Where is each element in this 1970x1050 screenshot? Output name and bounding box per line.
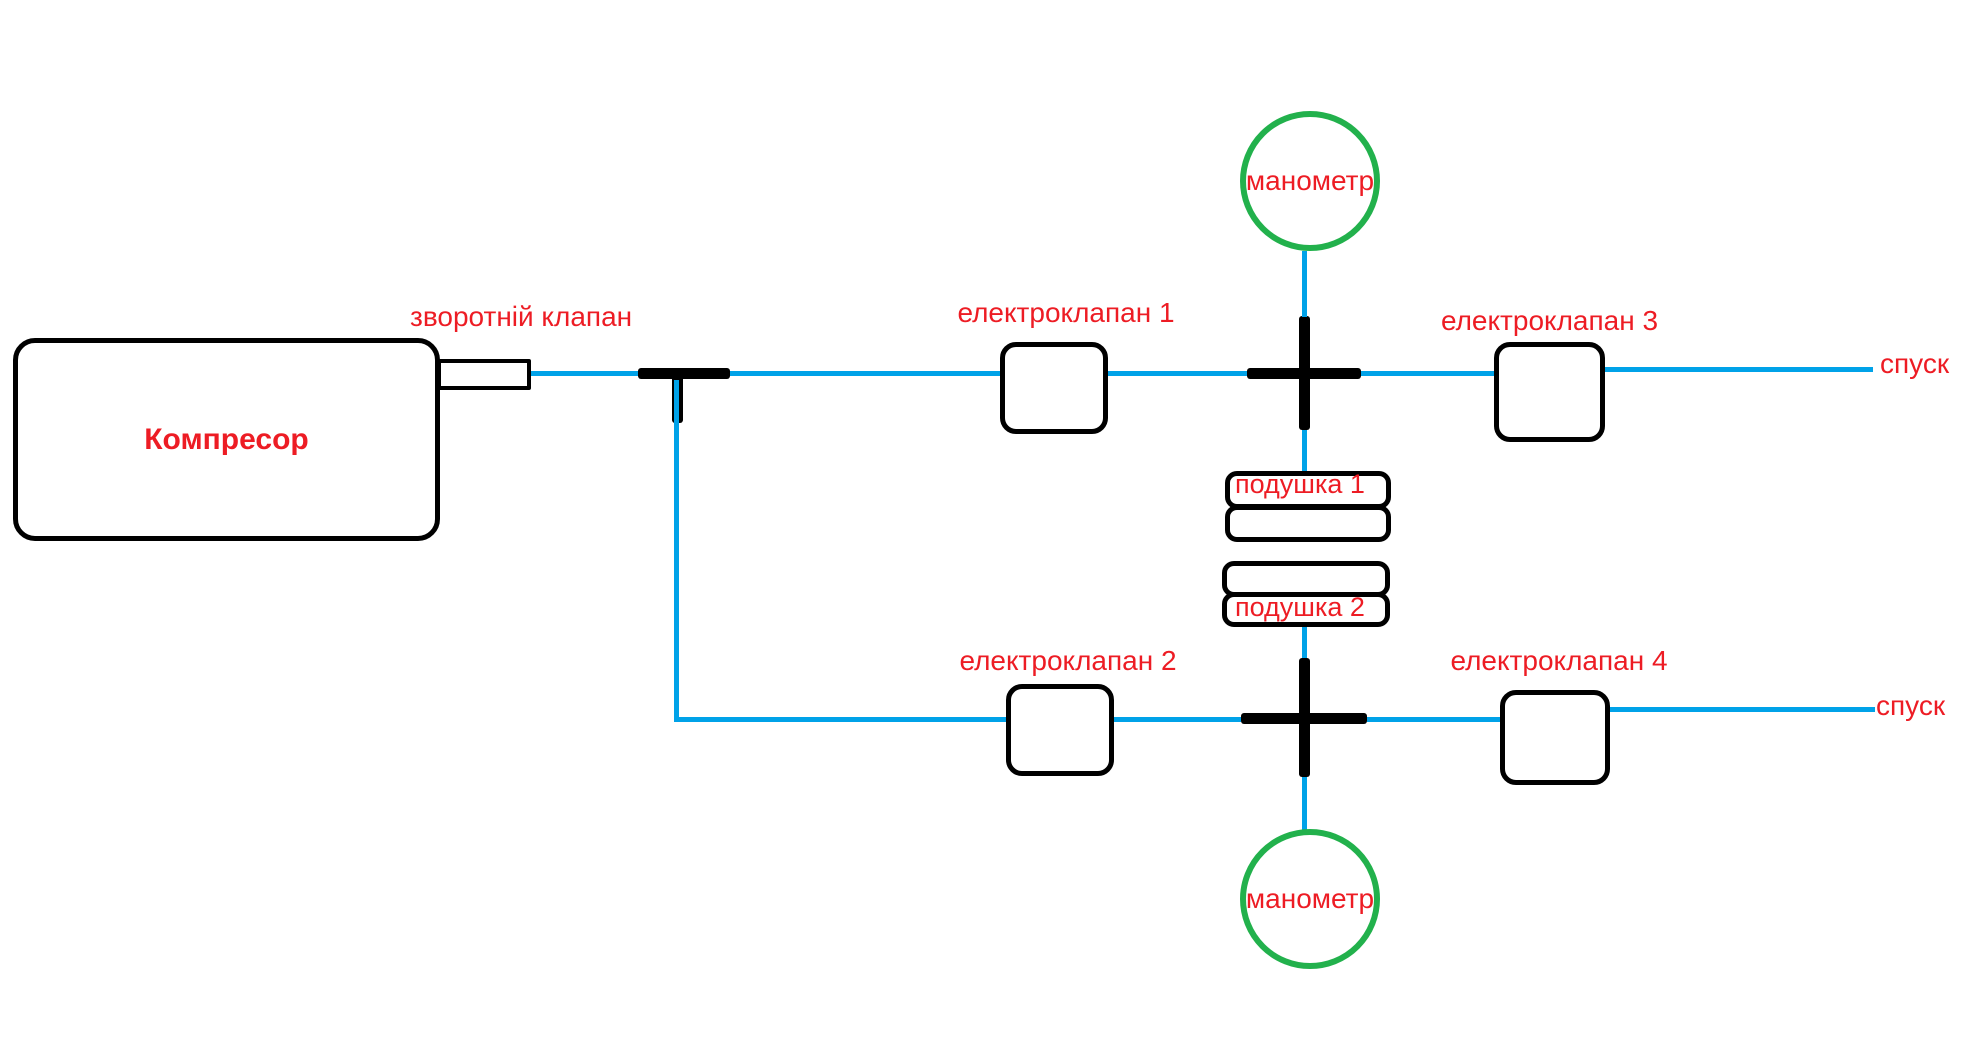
manometer2-label: манометр bbox=[1245, 882, 1375, 914]
outlet1-label: спуск bbox=[1880, 348, 1950, 379]
valve3-box bbox=[1494, 342, 1605, 442]
pipe-branch-down bbox=[674, 380, 679, 719]
valve2-box bbox=[1006, 684, 1114, 776]
manometer1-gauge: манометр bbox=[1240, 111, 1380, 251]
check-valve-label: зворотній клапан bbox=[410, 301, 633, 332]
pillow2-label: подушка 2 bbox=[1235, 592, 1365, 622]
pipe-pillow2-to-cross2 bbox=[1302, 627, 1307, 659]
pipe-cross1-to-pillow1 bbox=[1302, 430, 1307, 471]
pipe-valve4-to-outlet bbox=[1610, 707, 1875, 712]
compressor-label: Компресор bbox=[144, 422, 309, 456]
valve1-label: електроклапан 1 bbox=[957, 297, 1175, 328]
valve4-box bbox=[1500, 690, 1610, 785]
pipe-compressor-to-valve1 bbox=[531, 371, 1006, 376]
pipe-cross1-to-manometer1 bbox=[1302, 251, 1307, 317]
pillow2-bottom-segment bbox=[1222, 592, 1390, 627]
pillow1-label: подушка 1 bbox=[1235, 469, 1365, 499]
compressor-box: Компресор bbox=[13, 338, 440, 541]
outlet2-label: спуск bbox=[1876, 690, 1946, 721]
valve2-label: електроклапан 2 bbox=[959, 645, 1177, 676]
tee-junction-bar bbox=[638, 368, 730, 379]
manometer2-gauge: манометр bbox=[1240, 829, 1380, 969]
pipe-cross2-to-valve4 bbox=[1367, 717, 1500, 722]
pipe-valve3-to-outlet bbox=[1605, 367, 1873, 372]
cross1-horizontal bbox=[1247, 368, 1361, 379]
pipe-cross1-to-valve3 bbox=[1361, 371, 1494, 376]
valve1-box bbox=[1000, 342, 1108, 434]
pipe-valve1-to-cross1 bbox=[1108, 371, 1247, 376]
pipe-valve2-to-cross2 bbox=[1114, 717, 1241, 722]
pillow1-bottom-segment bbox=[1225, 505, 1391, 542]
cross2-horizontal bbox=[1241, 713, 1367, 724]
pipe-cross2-to-manometer2 bbox=[1302, 777, 1307, 830]
pipe-branch-to-valve2 bbox=[674, 717, 1006, 722]
manometer1-label: манометр bbox=[1245, 164, 1375, 196]
valve3-label: електроклапан 3 bbox=[1440, 305, 1659, 336]
valve4-label: електроклапан 4 bbox=[1450, 645, 1668, 676]
check-valve-symbol bbox=[437, 359, 531, 390]
